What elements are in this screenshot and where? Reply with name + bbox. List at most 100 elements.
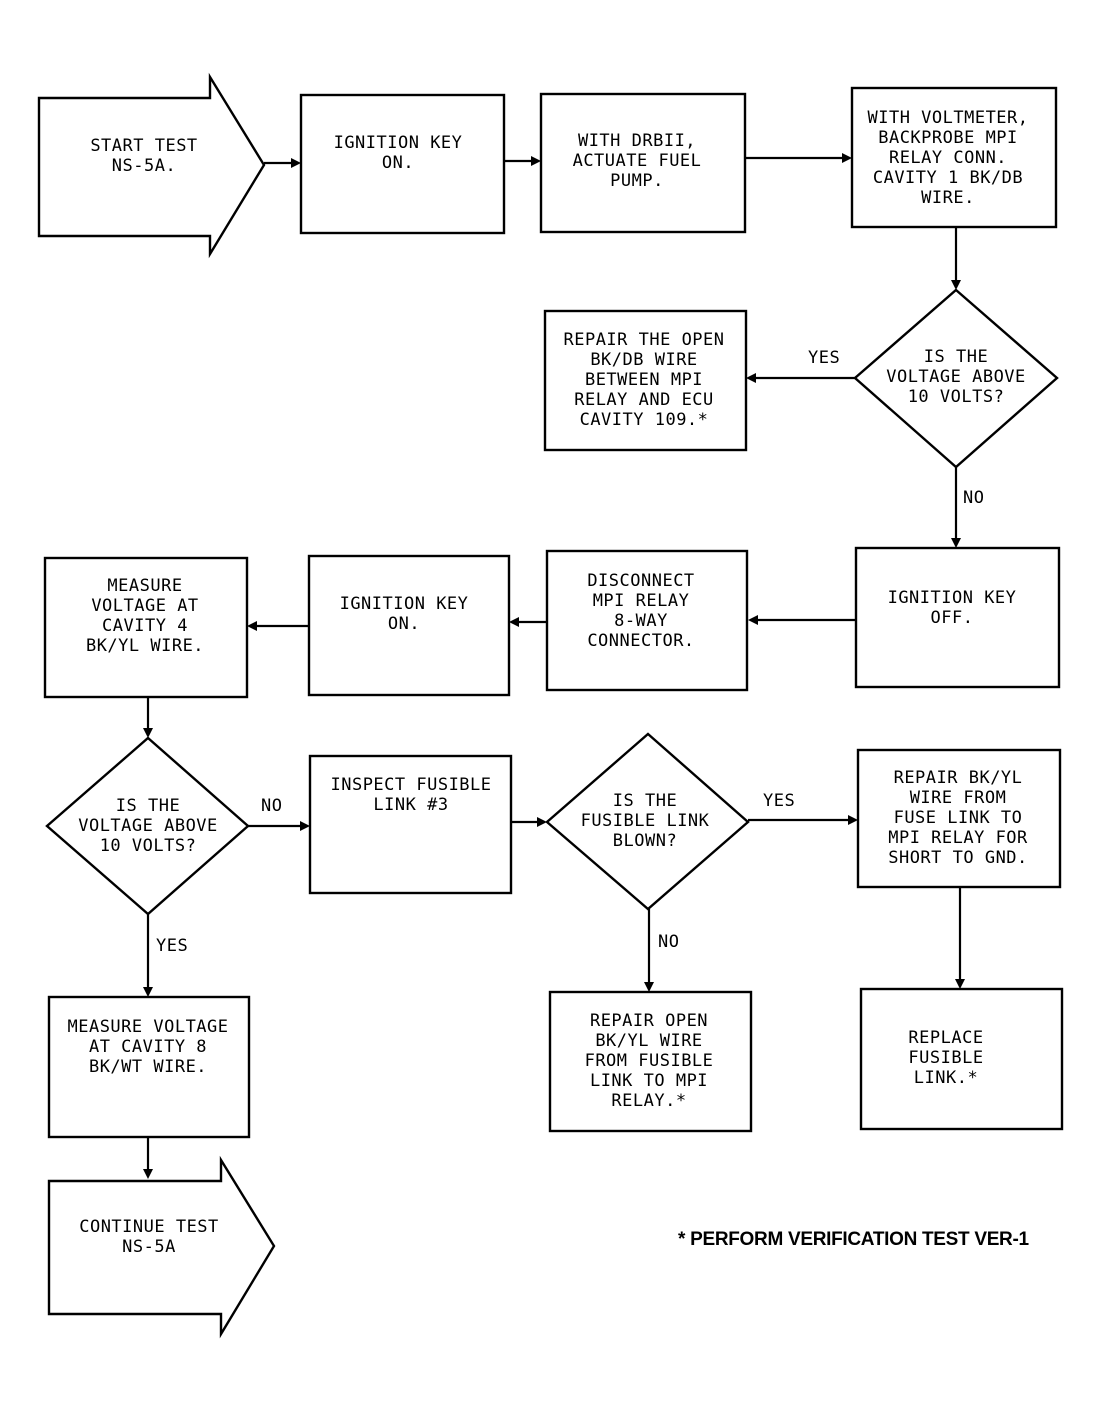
label-line: IGNITION KEY bbox=[334, 133, 463, 153]
box-actuate-fuel-pump bbox=[539, 92, 747, 234]
arrowhead bbox=[509, 617, 519, 627]
label-line: REPAIR THE OPEN bbox=[563, 330, 724, 350]
decision-fusible-link-blown bbox=[545, 732, 750, 911]
label-line: IGNITION KEY bbox=[340, 594, 469, 614]
edge-label-d3-yes: YES bbox=[763, 791, 795, 811]
box-repair-short-to-gnd bbox=[856, 748, 1062, 889]
label-line: PUMP. bbox=[610, 171, 664, 191]
label-line: RELAY.* bbox=[611, 1091, 686, 1111]
edge-label-d3-no: NO bbox=[658, 932, 679, 952]
box-repair-bkdb-wire bbox=[543, 309, 748, 452]
connectors bbox=[143, 153, 965, 1179]
label-line: CAVITY 1 BK/DB bbox=[873, 168, 1023, 188]
label-line: MPI RELAY FOR bbox=[888, 828, 1028, 848]
label-line: WIRE. bbox=[921, 188, 975, 208]
label-line: FROM FUSIBLE bbox=[585, 1051, 714, 1071]
label-line: INSPECT FUSIBLE bbox=[330, 775, 491, 795]
label-line: MEASURE VOLTAGE bbox=[67, 1017, 228, 1037]
label-line: RELAY AND ECU bbox=[574, 390, 714, 410]
label-line: REPAIR OPEN bbox=[590, 1011, 708, 1031]
label-line: VOLTAGE ABOVE bbox=[78, 816, 218, 836]
arrowhead bbox=[644, 982, 654, 992]
arrowhead bbox=[951, 280, 961, 290]
label-line: BETWEEN MPI bbox=[585, 370, 703, 390]
decision-voltage-above-10-second bbox=[45, 736, 250, 916]
label-line: REPAIR BK/YL bbox=[894, 768, 1023, 788]
label-line: IS THE bbox=[613, 791, 677, 811]
label-line: BK/DB WIRE bbox=[590, 350, 697, 370]
label-line: FUSIBLE bbox=[908, 1048, 983, 1068]
label-line: VOLTAGE ABOVE bbox=[886, 367, 1026, 387]
decision-voltage-above-10-first bbox=[853, 288, 1059, 469]
label-line: LINK TO MPI bbox=[590, 1071, 708, 1091]
arrowhead bbox=[143, 1169, 153, 1179]
label-line: WITH DRBII, bbox=[578, 131, 696, 151]
edge-labels: YES NO NO YES YES NO bbox=[156, 348, 984, 956]
label-line: BK/WT WIRE. bbox=[89, 1057, 207, 1077]
label-line: ACTUATE FUEL bbox=[573, 151, 702, 171]
arrowhead bbox=[531, 156, 541, 166]
arrowhead bbox=[143, 987, 153, 997]
box-measure-cavity-8 bbox=[47, 995, 251, 1139]
box-backprobe-mpi-relay bbox=[850, 86, 1058, 229]
arrowhead bbox=[143, 728, 153, 738]
label-line: START TEST bbox=[90, 136, 197, 156]
arrowhead bbox=[848, 815, 858, 825]
label-line: CONNECTOR. bbox=[587, 631, 694, 651]
label-line: BLOWN? bbox=[613, 831, 677, 851]
label-line: FUSIBLE LINK bbox=[581, 811, 710, 831]
label-line: BK/YL WIRE. bbox=[86, 636, 204, 656]
label-line: WITH VOLTMETER, bbox=[867, 108, 1028, 128]
shapes bbox=[37, 72, 1064, 1339]
edge-label-d1-yes: YES bbox=[808, 348, 840, 368]
box-ignition-key-on-second bbox=[307, 554, 511, 697]
label-line: RELAY CONN. bbox=[889, 148, 1007, 168]
arrowhead bbox=[842, 153, 852, 163]
label-line: REPLACE bbox=[908, 1028, 983, 1048]
label-line: BK/YL WIRE bbox=[595, 1031, 702, 1051]
arrowhead bbox=[537, 817, 547, 827]
box-ignition-key-on bbox=[299, 93, 506, 235]
label-line: MEASURE bbox=[107, 576, 182, 596]
label-line: 10 VOLTS? bbox=[100, 836, 197, 856]
start-arrow bbox=[37, 72, 266, 259]
label-line: SHORT TO GND. bbox=[888, 848, 1028, 868]
arrowhead bbox=[748, 615, 758, 625]
label-line: CAVITY 109.* bbox=[580, 410, 709, 430]
label-line: LINK.* bbox=[914, 1068, 978, 1088]
label-line: FUSE LINK TO bbox=[894, 808, 1023, 828]
box-inspect-fusible-link bbox=[308, 754, 513, 895]
edge-label-d2-no: NO bbox=[261, 796, 282, 816]
label-line: OFF. bbox=[931, 608, 974, 628]
label-line: 10 VOLTS? bbox=[908, 387, 1005, 407]
box-measure-cavity-4 bbox=[43, 556, 249, 699]
label-line: VOLTAGE AT bbox=[91, 596, 198, 616]
label-line: CONTINUE TEST bbox=[79, 1217, 219, 1237]
arrowhead bbox=[300, 821, 310, 831]
arrowhead bbox=[955, 979, 965, 989]
label-line: AT CAVITY 8 bbox=[89, 1037, 207, 1057]
arrowhead bbox=[291, 158, 301, 168]
label-line: BACKPROBE MPI bbox=[878, 128, 1018, 148]
arrowhead bbox=[746, 373, 756, 383]
label-line: IGNITION KEY bbox=[888, 588, 1017, 608]
arrowhead bbox=[247, 621, 257, 631]
box-disconnect-relay bbox=[545, 549, 749, 692]
label-line: NS-5A bbox=[122, 1237, 176, 1257]
box-ignition-key-off bbox=[854, 546, 1061, 689]
label-line: CAVITY 4 bbox=[102, 616, 188, 636]
